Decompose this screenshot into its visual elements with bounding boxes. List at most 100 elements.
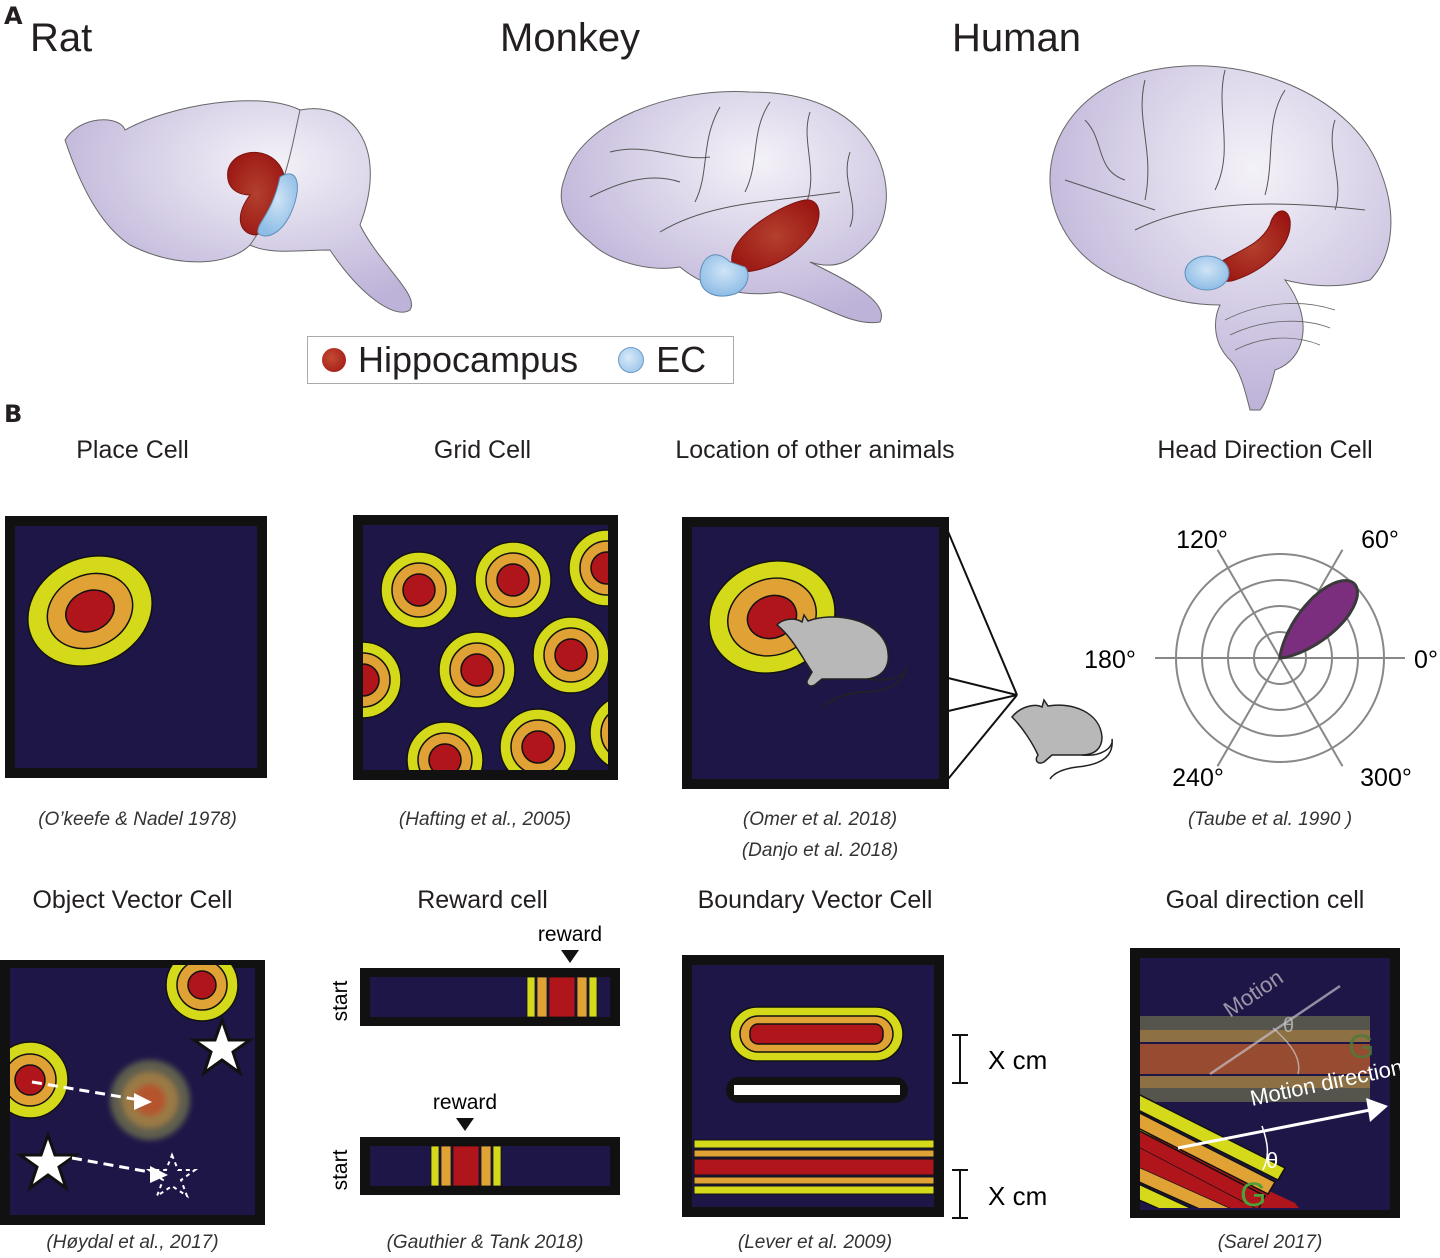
preferred-direction-lobe <box>1278 579 1359 660</box>
reward-field-stripe <box>588 976 598 1018</box>
reward-field-stripe <box>452 1145 480 1187</box>
angle-label-180: 180° <box>1084 646 1136 674</box>
reward-field-stripe <box>526 976 536 1018</box>
brain-region-legend: Hippocampus EC <box>307 336 734 384</box>
angle-label-0: 0° <box>1414 646 1438 674</box>
observed-rat-icon <box>1010 698 1113 780</box>
object-field-top <box>165 965 239 1022</box>
place-cell-arena <box>5 516 267 778</box>
title-boundary-vector-cell: Boundary Vector Cell <box>697 886 933 914</box>
distance-label-2: X cm <box>988 1181 1047 1211</box>
grid-field <box>499 708 577 770</box>
vector-arrow-field <box>31 1080 141 1102</box>
reward-label-2: reward <box>433 1091 497 1114</box>
grid-field <box>589 699 608 767</box>
rat-brain-shape <box>64 100 413 313</box>
reward-field-stripe <box>536 976 548 1018</box>
species-label-monkey: Monkey <box>500 16 641 60</box>
star-object-left <box>15 1130 81 1192</box>
reward-field-stripe <box>480 1145 492 1187</box>
title-head-direction-cell: Head Direction Cell <box>1157 436 1373 464</box>
star-object-top <box>189 1015 255 1077</box>
distance-bracket-1 <box>952 1034 968 1084</box>
object-vector-cell-arena <box>0 960 265 1225</box>
goal-marker: G <box>1240 1176 1266 1214</box>
citation-danjo: (Danjo et al. 2018) <box>741 840 899 861</box>
species-label-human: Human <box>952 16 1081 60</box>
title-place-cell: Place Cell <box>76 436 189 464</box>
reward-marker-1 <box>561 950 579 963</box>
goal-direction-cell-arena: Motion direction Motion θ θ G G <box>1130 948 1400 1218</box>
boundary-field-wall <box>693 1139 935 1195</box>
legend-label-ec: EC <box>656 339 707 380</box>
place-field <box>27 555 153 667</box>
grid-field <box>363 641 402 719</box>
panel-a-label: A <box>4 2 23 30</box>
human-brain-illustration <box>1049 65 1392 411</box>
start-label-1: start <box>329 980 352 1021</box>
hippocampus-swatch <box>322 348 346 372</box>
star-object-moved <box>145 1152 199 1199</box>
reward-field-stripe <box>430 1145 440 1187</box>
grid-field <box>438 631 516 709</box>
grid-cell-arena <box>353 515 618 780</box>
reward-cell-tracks: reward start reward start <box>329 923 620 1195</box>
title-location-other-animals: Location of other animals <box>675 436 955 464</box>
legend-label-hippocampus: Hippocampus <box>358 339 579 380</box>
faded-goal-field <box>1140 1016 1370 1102</box>
citation-place-cell: (O’keefe & Nadel 1978) <box>38 809 237 830</box>
human-ec <box>1184 255 1230 291</box>
panel-b-label: B <box>4 400 23 428</box>
predicted-field-faded <box>110 1060 190 1140</box>
distance-bracket-2 <box>952 1169 968 1219</box>
title-grid-cell: Grid Cell <box>433 436 532 464</box>
reward-field-stripe <box>492 1145 502 1187</box>
grid-field <box>532 616 608 694</box>
grid-field <box>406 721 484 770</box>
citation-head-direction: (Taube et al. 1990 ) <box>1187 809 1353 830</box>
vector-arrow-object <box>71 1156 156 1175</box>
zoom-projection-lines <box>943 521 1018 785</box>
angle-label-120: 120° <box>1176 526 1228 554</box>
reward-field-1 <box>526 976 598 1018</box>
angle-label-240: 240° <box>1172 764 1224 792</box>
reward-marker-2 <box>456 1118 474 1131</box>
citation-goal-direction: (Sarel 2017) <box>1217 1232 1323 1253</box>
citation-object-vector: (Høydal et al., 2017) <box>46 1232 219 1253</box>
ec-swatch <box>618 347 645 373</box>
head-direction-polar-plot: 120° 60° 180° 0° 240° 300° <box>1084 526 1438 792</box>
reward-field-stripe <box>548 976 576 1018</box>
human-brain-shape <box>1049 65 1392 411</box>
faded-theta-label: θ <box>1283 1015 1294 1037</box>
citation-reward-cell: (Gauthier & Tank 2018) <box>386 1232 584 1253</box>
grid-field <box>474 541 552 619</box>
reward-field-stripe <box>576 976 588 1018</box>
rat-ec <box>257 173 298 237</box>
grid-field <box>568 529 608 607</box>
object-field-left <box>10 1041 69 1119</box>
cerebellum-folia <box>1224 303 1336 351</box>
reward-field-2 <box>430 1145 502 1187</box>
citation-omer: (Omer et al. 2018) <box>742 809 898 830</box>
boundary-vector-cell-arena: X cm X cm <box>682 955 1047 1219</box>
title-reward-cell: Reward cell <box>417 886 548 914</box>
motion-direction-arrow <box>1177 1108 1371 1150</box>
reward-label-1: reward <box>538 923 602 946</box>
species-label-rat: Rat <box>30 16 93 60</box>
title-object-vector-cell: Object Vector Cell <box>32 886 233 914</box>
grid-fields <box>363 529 608 770</box>
reward-field-stripe <box>440 1145 452 1187</box>
boundary-field-upper <box>729 1006 904 1062</box>
theta-label: θ <box>1266 1148 1278 1173</box>
monkey-ec <box>699 254 749 297</box>
title-goal-direction-cell: Goal direction cell <box>1165 886 1365 914</box>
grid-field <box>380 551 458 629</box>
faded-goal-marker: G <box>1348 1028 1374 1066</box>
social-place-cell-arena <box>682 517 1113 789</box>
monkey-brain-illustration <box>560 91 887 324</box>
angle-label-300: 300° <box>1360 764 1412 792</box>
citation-boundary-vector: (Lever et al. 2009) <box>737 1232 893 1253</box>
citation-grid-cell: (Hafting et al., 2005) <box>398 809 572 830</box>
rat-brain-illustration <box>64 100 413 313</box>
start-label-2: start <box>329 1149 352 1190</box>
